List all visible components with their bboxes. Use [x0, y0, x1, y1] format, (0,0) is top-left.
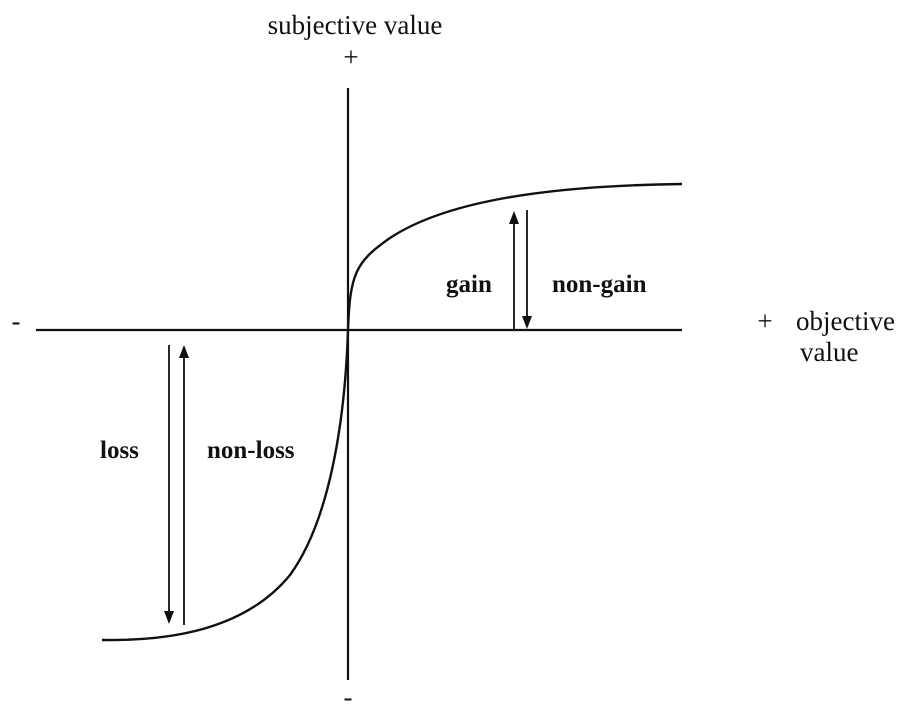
loss-label: loss	[100, 437, 139, 464]
x-axis-positive-sign: +	[757, 306, 772, 336]
x-axis-title-line1: objective	[796, 306, 895, 336]
x-axis-negative-sign: -	[12, 306, 21, 336]
y-axis-positive-sign: +	[343, 42, 358, 72]
value-function-curve	[101, 182, 683, 642]
y-axis-negative-sign: -	[344, 682, 353, 709]
non-gain-label: non-gain	[552, 271, 647, 298]
non-loss-arrowhead	[179, 345, 189, 358]
gain-label: gain	[446, 271, 492, 298]
non-loss-label: non-loss	[207, 437, 295, 464]
loss-arrowhead	[164, 611, 174, 624]
x-axis-title-line2: value	[800, 337, 858, 367]
non-gain-arrowhead	[522, 316, 532, 329]
y-axis-title: subjective value	[268, 10, 443, 40]
gain-arrowhead	[509, 211, 519, 224]
